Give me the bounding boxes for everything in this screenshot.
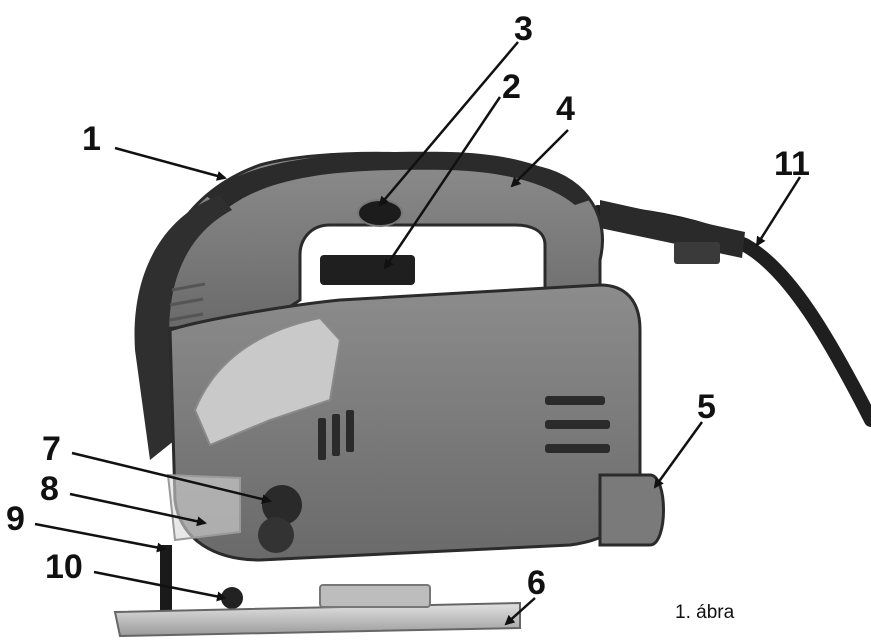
arrow-11	[755, 176, 802, 247]
arrow-1	[114, 146, 227, 181]
arrow-5	[653, 421, 704, 489]
pendulum-knob	[262, 485, 302, 525]
callout-3: 3	[514, 10, 533, 48]
callout-9: 9	[6, 500, 25, 538]
trigger-switch	[320, 255, 415, 285]
dust-port	[598, 473, 665, 547]
callout-6: 6	[527, 564, 546, 602]
arrow-4	[510, 129, 569, 188]
callout-arrows	[34, 41, 802, 626]
callout-10: 10	[45, 548, 83, 586]
handle-housing	[148, 151, 604, 332]
base-plate-bracket	[319, 584, 431, 608]
callout-7: 7	[42, 430, 61, 468]
front-grip	[134, 195, 232, 460]
callout-5: 5	[697, 388, 716, 426]
cord-strain-relief	[600, 200, 745, 258]
callout-1: 1	[82, 120, 101, 158]
arrow-8	[69, 492, 207, 527]
arrow-2	[383, 96, 502, 270]
speed-dial	[258, 517, 294, 553]
side-panel	[193, 316, 342, 447]
base-plate	[113, 601, 521, 638]
callout-4: 4	[556, 90, 575, 128]
saw-blade	[160, 545, 172, 615]
arrow-9	[34, 522, 167, 553]
arrow-6	[504, 597, 536, 626]
callout-2: 2	[502, 68, 521, 106]
callout-11: 11	[774, 145, 810, 183]
handle-top-trim	[205, 151, 590, 210]
vent-slots	[318, 396, 610, 460]
figure-caption: 1. ábra	[675, 602, 735, 623]
arrow-10	[93, 570, 227, 602]
blade-guard	[166, 473, 241, 542]
callout-8: 8	[40, 470, 59, 508]
cord-clip	[674, 242, 720, 264]
arrow-3	[378, 41, 519, 207]
arrow-7	[71, 451, 272, 504]
